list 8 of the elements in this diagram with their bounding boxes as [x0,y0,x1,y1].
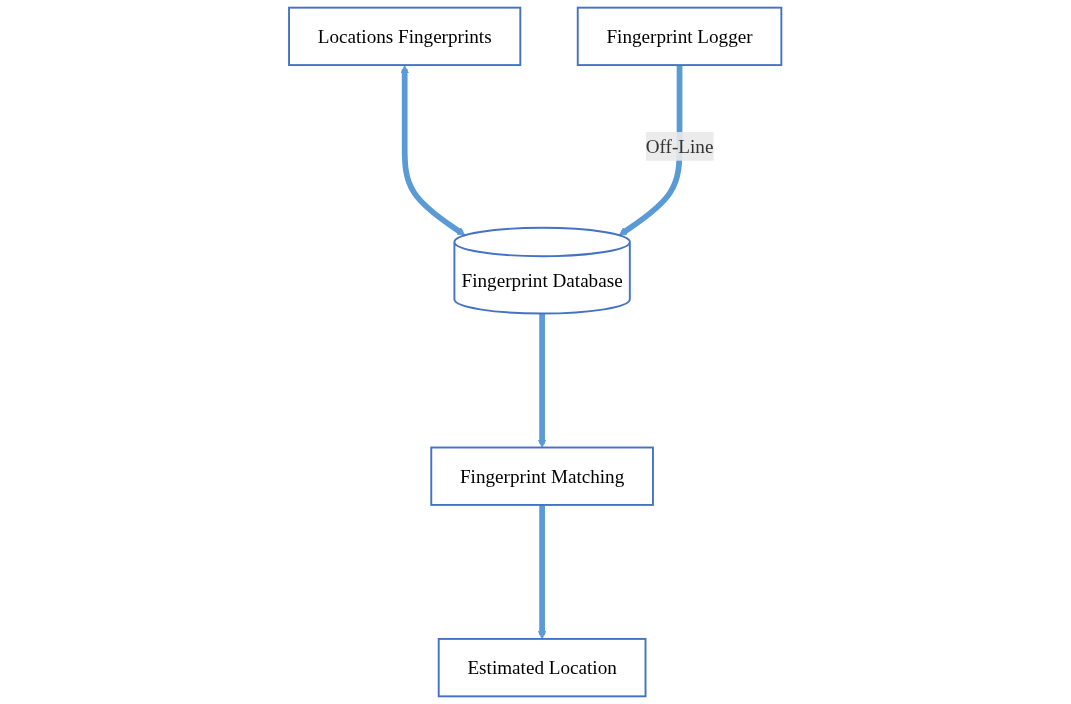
arrow [400,65,466,236]
edge-label: Off-Line [645,135,714,157]
node-box: Estimated Location [438,637,647,698]
arrow [538,313,547,448]
arrow [538,504,547,640]
node-box: Fingerprint Logger [577,6,783,67]
node-box: Locations Fingerprints [288,6,522,67]
node-box: Fingerprint Matching [430,446,655,506]
